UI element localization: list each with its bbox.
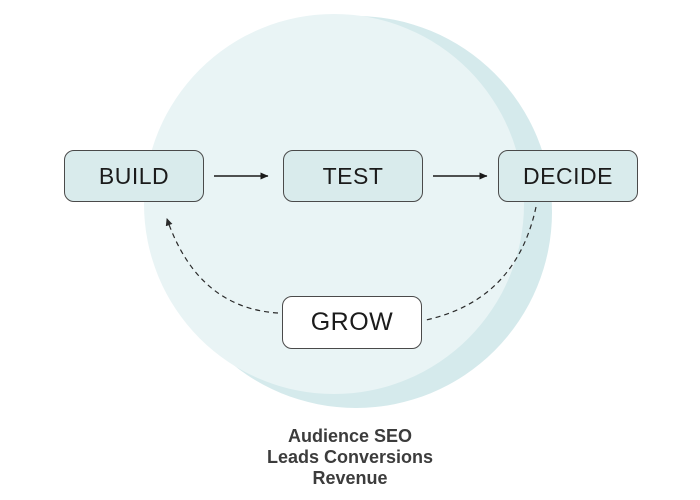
node-test: TEST (283, 150, 423, 202)
node-test-label: TEST (322, 162, 384, 189)
node-grow-label: GROW (310, 308, 394, 336)
node-build-label: BUILD (98, 162, 170, 189)
background-circle (144, 14, 524, 394)
caption-line-3: Revenue (312, 468, 388, 488)
dashed-curve-decide-to-grow (425, 206, 537, 321)
caption-line-1: Audience SEO (287, 426, 413, 446)
caption-line-2: Leads Conversions (266, 447, 434, 467)
node-build: BUILD (64, 150, 204, 202)
caption: Audience SEO Leads Conversions Revenue (0, 426, 700, 489)
node-decide-label: DECIDE (523, 162, 613, 189)
node-decide: DECIDE (498, 150, 638, 202)
dashed-curve-grow-to-build (165, 218, 279, 314)
node-grow: GROW (282, 296, 422, 349)
